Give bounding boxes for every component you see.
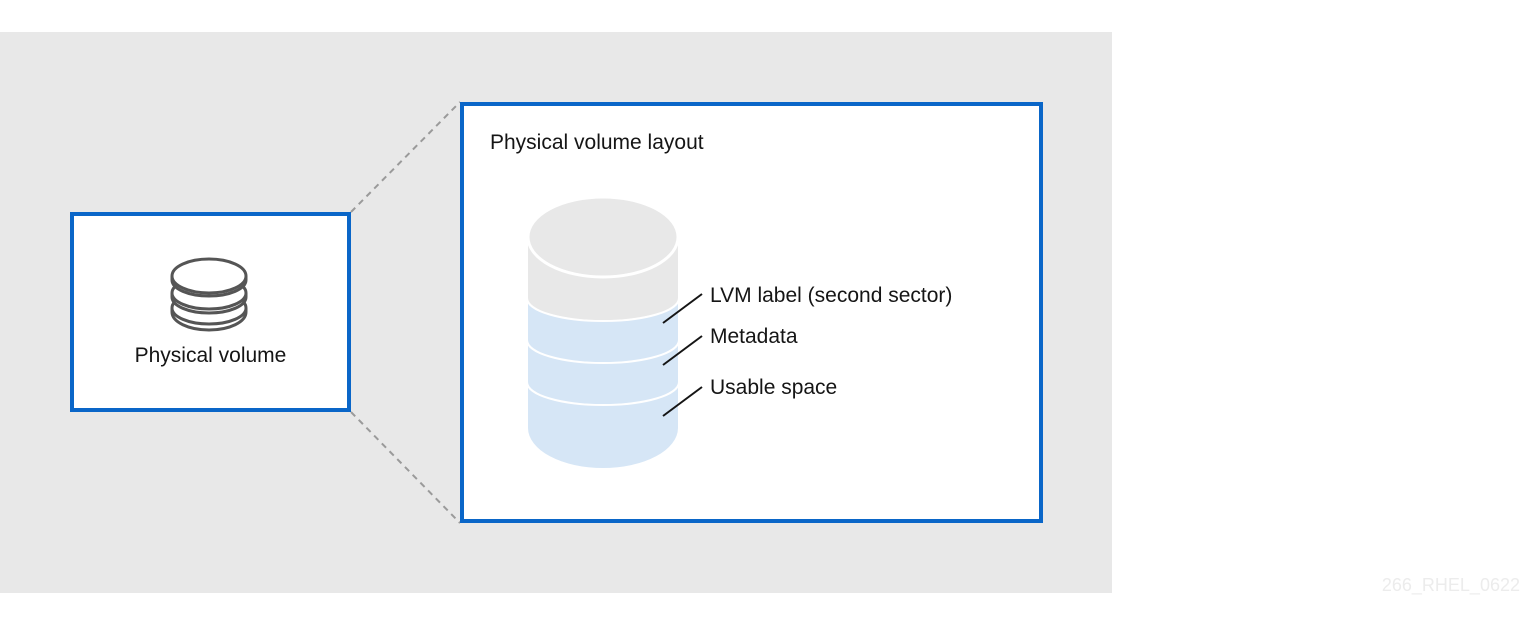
lvm-label-callout: LVM label (second sector) bbox=[710, 284, 952, 308]
connector-line-bottom bbox=[350, 411, 461, 524]
usable-space-callout: Usable space bbox=[710, 376, 838, 399]
leader-metadata bbox=[662, 335, 703, 366]
physical-volume-label: Physical volume bbox=[134, 344, 287, 367]
image-id-watermark: 266_RHEL_0622 bbox=[1381, 575, 1520, 595]
lvm-label-note: (second sector) bbox=[807, 284, 953, 307]
metadata-callout: Metadata bbox=[710, 325, 798, 348]
database-stack-icon bbox=[170, 257, 248, 332]
connector-line-top bbox=[350, 101, 461, 213]
cylinder-top-face bbox=[526, 195, 680, 279]
usable-space-layer bbox=[528, 382, 678, 468]
layout-cylinder bbox=[526, 195, 680, 468]
leader-lvm-label bbox=[662, 293, 703, 324]
lvm-label-text: LVM label bbox=[710, 284, 802, 307]
leader-usable-space bbox=[662, 386, 703, 417]
layout-title: Physical volume layout bbox=[490, 131, 704, 154]
